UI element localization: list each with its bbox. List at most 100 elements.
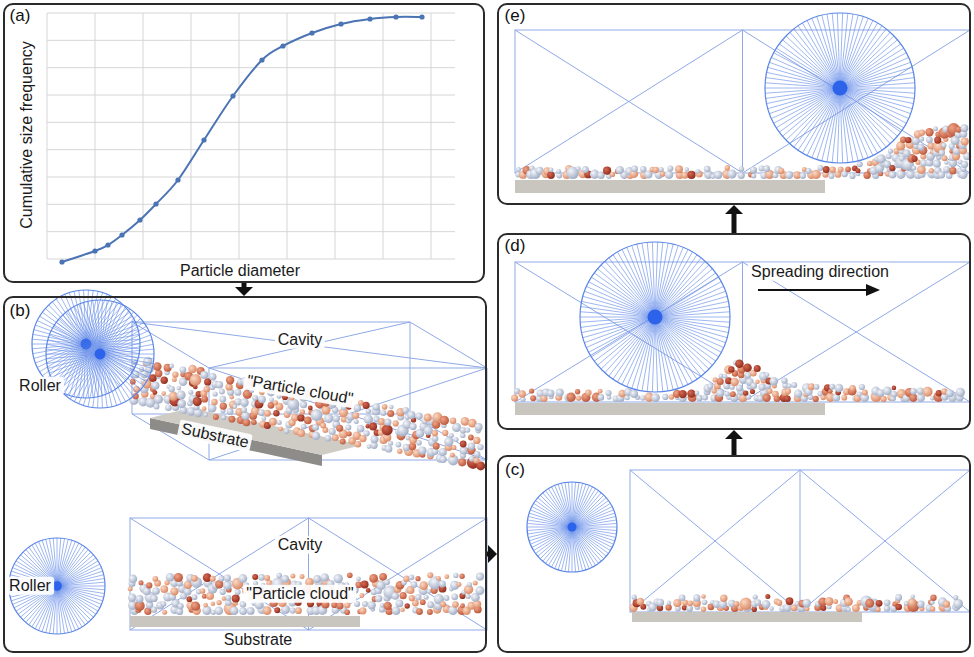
powder-particle	[400, 592, 407, 599]
powder-particle	[202, 594, 207, 599]
roller-spoke	[57, 558, 96, 586]
direction-arrow-line	[758, 289, 868, 291]
powder-particle	[610, 172, 615, 177]
cavity-line	[630, 470, 800, 612]
powder-particle	[161, 391, 166, 396]
data-point	[280, 43, 285, 48]
powder-particle	[352, 412, 359, 419]
powder-particle	[154, 395, 163, 404]
powder-particle	[849, 385, 855, 391]
powder-particle	[396, 600, 404, 608]
roller-spoke	[580, 317, 655, 318]
powder-particle	[659, 167, 664, 172]
powder-particle	[160, 585, 168, 593]
data-point	[259, 57, 264, 62]
data-point	[309, 30, 314, 35]
powder-particle	[264, 410, 271, 417]
roller-spoke	[655, 296, 727, 317]
roller-spoke	[70, 309, 100, 354]
figure-panel: (a)Cumulative size frequencyParticle dia…	[3, 3, 485, 283]
powder-particle	[202, 606, 211, 615]
roller-spoke	[57, 540, 72, 586]
powder-particle	[637, 598, 645, 606]
powder-particle	[229, 416, 236, 423]
part-label: Cavity	[275, 536, 325, 554]
powder-particle	[516, 167, 521, 172]
powder-particle	[375, 595, 382, 602]
powder-particle	[653, 167, 659, 173]
particles	[128, 123, 972, 615]
powder-particle	[320, 423, 326, 429]
powder-particle	[200, 588, 206, 594]
roller-spoke	[840, 88, 890, 144]
roller-hub	[95, 349, 106, 360]
powder-particle	[269, 418, 277, 426]
powder-particle	[290, 574, 295, 579]
powder-particle	[829, 173, 835, 179]
powder-particle	[384, 579, 390, 585]
powder-particle	[380, 410, 386, 416]
powder-particle	[213, 414, 219, 420]
powder-particle	[301, 424, 307, 430]
flow-arrow	[725, 430, 743, 455]
powder-particle	[769, 606, 774, 611]
roller-spoke	[655, 317, 688, 384]
powder-particle	[716, 389, 724, 397]
powder-particle	[364, 430, 370, 436]
roller-spoke	[840, 78, 914, 88]
roller-spoke	[543, 527, 572, 561]
cavity-outline	[630, 470, 970, 612]
powder-particle	[397, 449, 402, 454]
powder-particle	[785, 388, 791, 394]
arrow-head	[235, 287, 253, 296]
roller-spoke	[807, 21, 840, 88]
powder-particle	[367, 444, 372, 449]
roller	[527, 482, 617, 572]
data-point	[230, 93, 235, 98]
powder-particle	[361, 581, 369, 589]
roller-spoke	[100, 354, 102, 408]
grid-line	[47, 67, 455, 68]
powder-particle	[344, 609, 350, 615]
powder-particle	[476, 573, 484, 581]
powder-particle	[884, 605, 891, 612]
powder-particle	[468, 443, 475, 450]
powder-particle	[400, 608, 405, 613]
roller-spoke	[100, 322, 144, 354]
arrow-head	[725, 205, 743, 214]
powder-particle	[369, 574, 378, 583]
grid-line	[383, 13, 384, 259]
roller-spoke	[598, 317, 655, 365]
powder-particle	[912, 156, 918, 162]
powder-particle	[605, 390, 611, 396]
powder-particle	[704, 166, 711, 173]
roller-spoke	[56, 299, 86, 344]
powder-particle	[388, 441, 393, 446]
powder-particle	[324, 414, 333, 423]
roller-spoke	[83, 303, 100, 354]
roller-spoke	[840, 40, 897, 88]
powder-particle	[763, 165, 770, 172]
grid-line	[191, 13, 192, 259]
roller-spoke	[655, 317, 683, 387]
panel-letter: (b)	[10, 301, 31, 321]
powder-particle	[695, 391, 700, 396]
powder-particle	[743, 363, 752, 372]
grid-line	[47, 204, 455, 205]
powder-particle	[867, 161, 873, 167]
roller-spoke	[637, 244, 655, 317]
powder-particle	[753, 594, 758, 599]
roller-spoke	[572, 527, 579, 571]
powder-particle	[407, 411, 415, 419]
roller-spoke	[840, 29, 886, 88]
powder-particle	[247, 607, 255, 615]
powder-particle	[226, 376, 234, 384]
powder-particle	[369, 423, 377, 431]
powder-particle	[823, 166, 830, 173]
powder-particle	[409, 595, 415, 601]
powder-particle	[139, 580, 144, 585]
cavity-line	[410, 322, 487, 368]
powder-particle	[174, 573, 183, 582]
powder-particle	[144, 608, 151, 615]
powder-particle	[202, 406, 207, 411]
